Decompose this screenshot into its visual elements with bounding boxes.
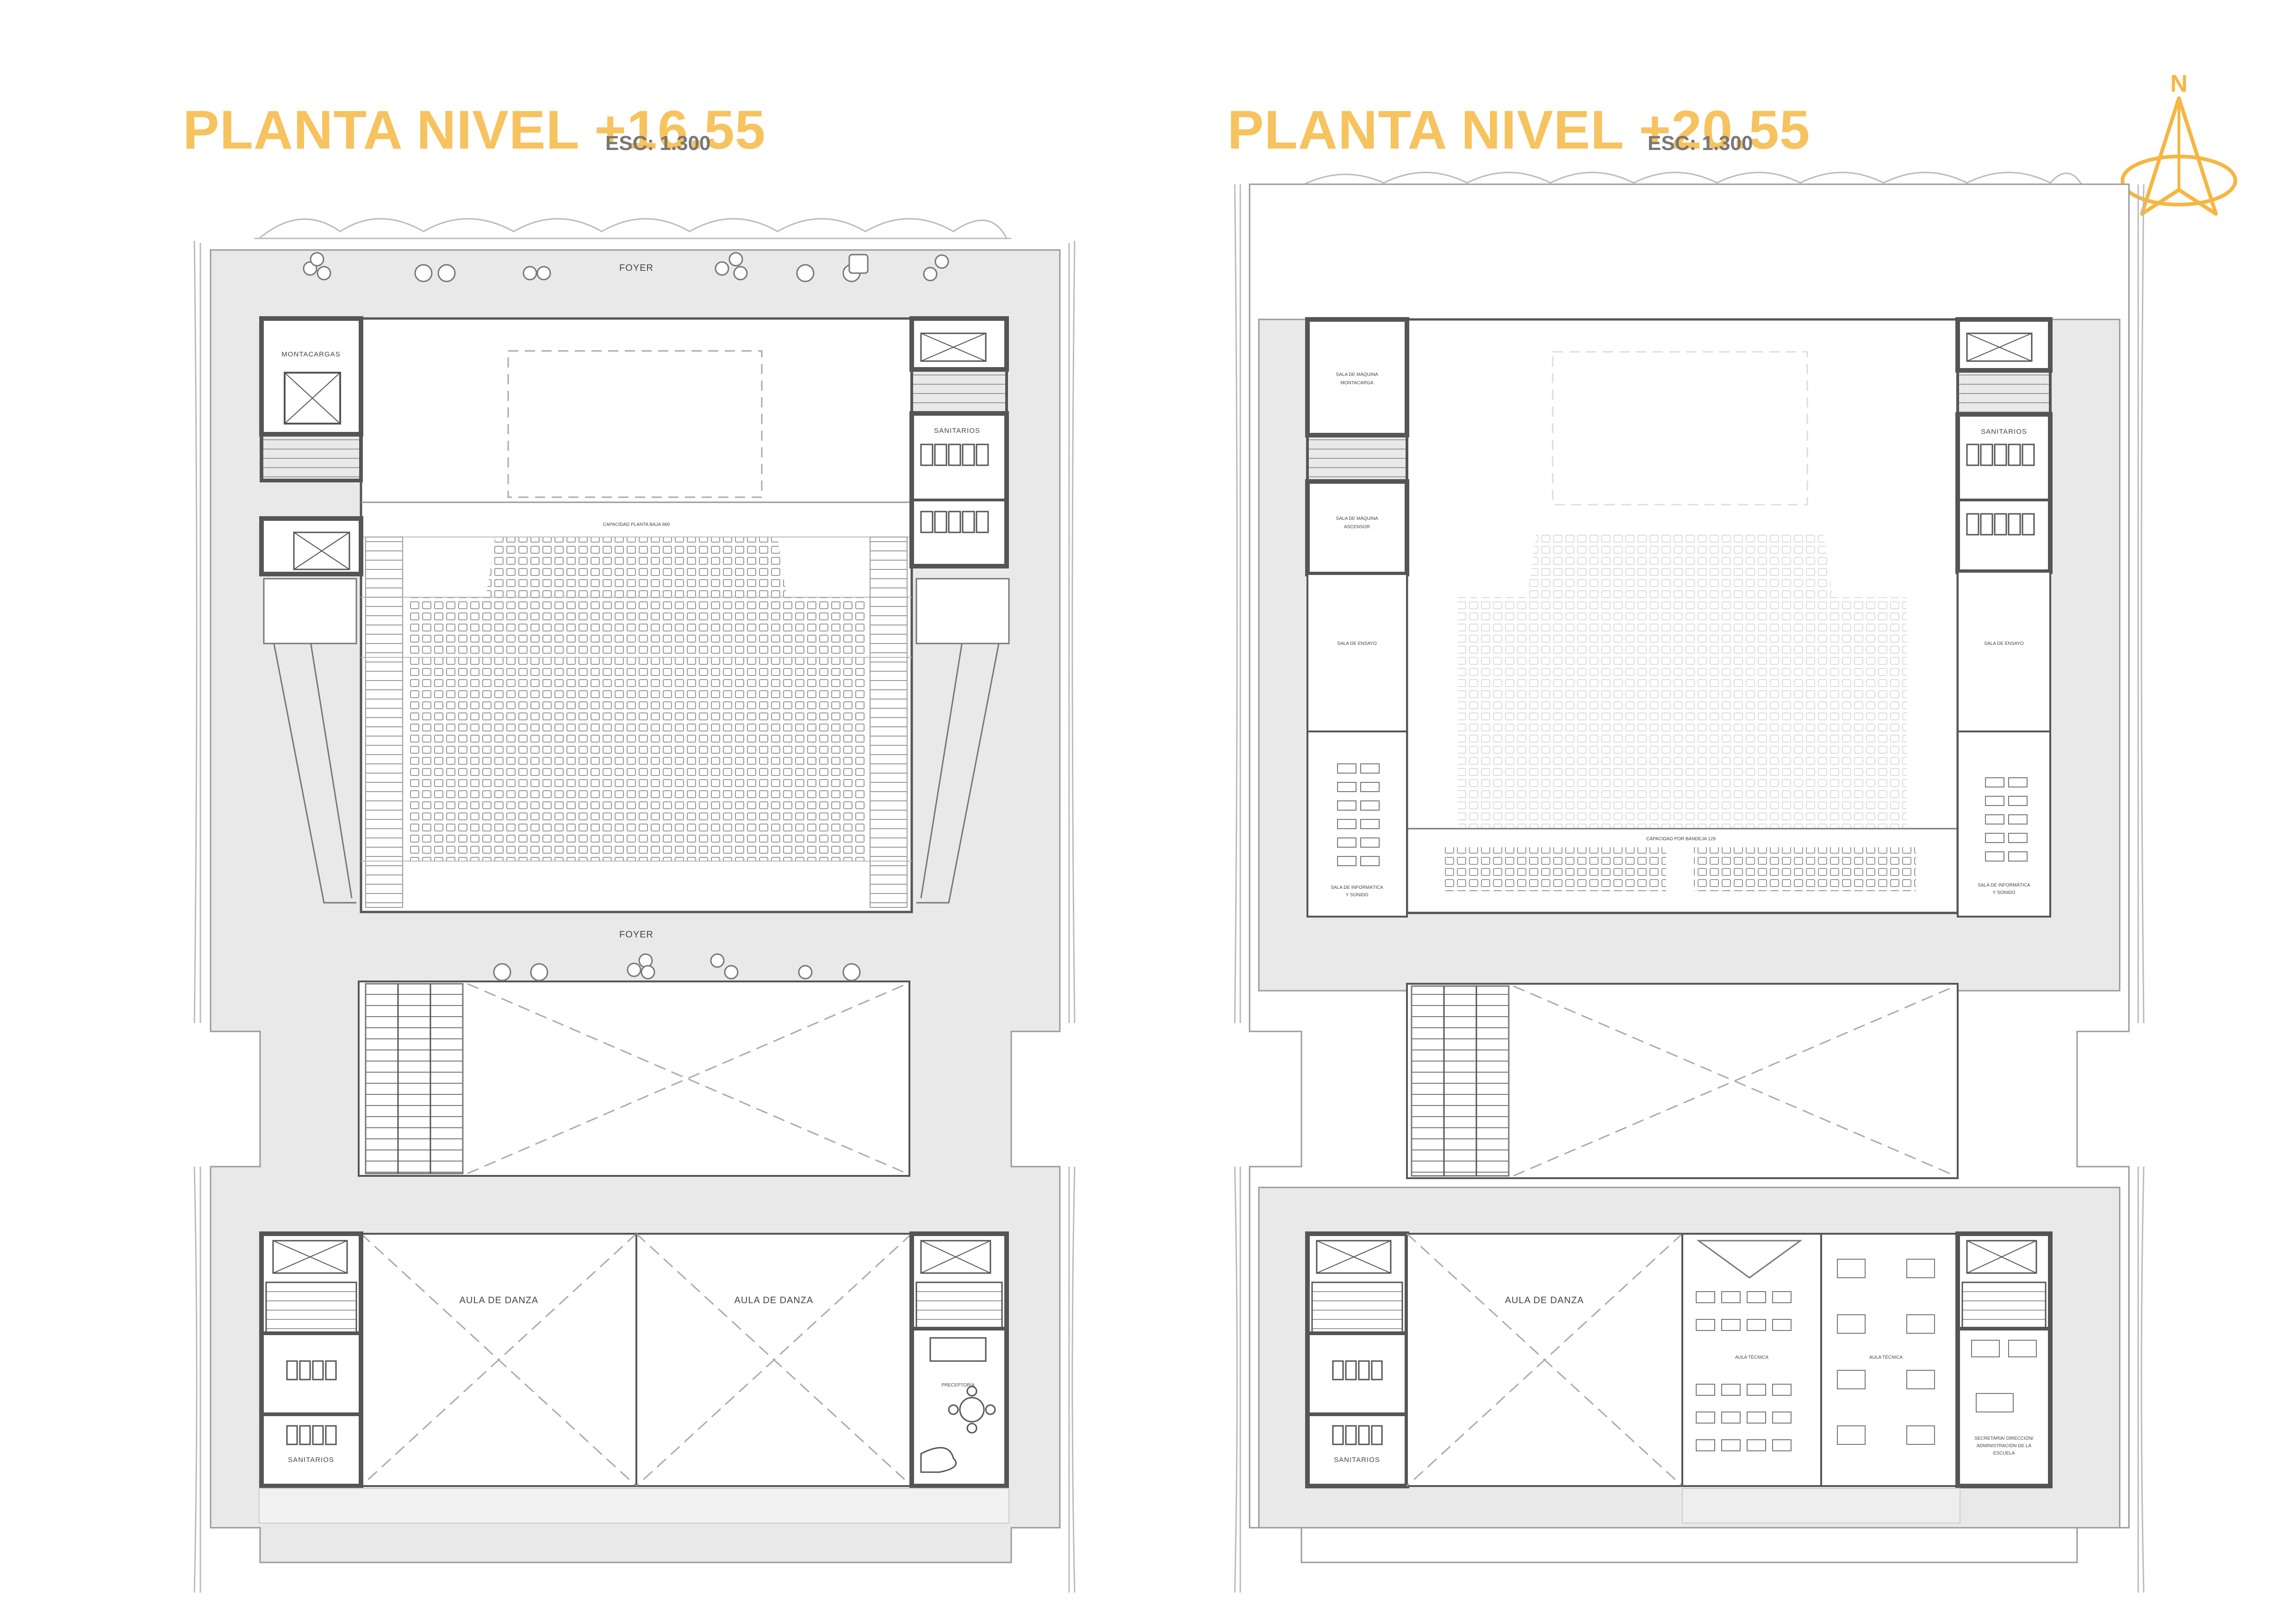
- freight-machine-label-1: SALA DE MÁQUINA: [1336, 371, 1378, 377]
- capacity-label-left: CAPACIDAD PLANTA BAJA 960: [603, 522, 670, 527]
- foyer-label-top: FOYER: [619, 263, 653, 273]
- dance-room-1-label: AULA DE DANZA: [460, 1295, 539, 1305]
- plan-left: CAPACIDAD PLANTA BAJA 960 FOYER FOYER: [193, 218, 1076, 1593]
- tech-room-1-label: AULA TÉCNICA: [1735, 1354, 1768, 1360]
- toilets-bottom-label-right: SANITARIOS: [1334, 1456, 1380, 1464]
- it-room-left-label-1: SALA DE INFORMÁTICA: [1331, 884, 1383, 890]
- dance-room-right-label: AULA DE DANZA: [1505, 1295, 1584, 1305]
- rehearsal-left-label: SALA DE ENSAYO: [1337, 641, 1377, 646]
- lift-machine-label-1: SALA DE MÁQUINA: [1336, 515, 1378, 521]
- plan-left-canopy: [255, 218, 1011, 239]
- plan-right-title: PLANTA NIVEL +20.55: [1227, 100, 1811, 161]
- admin-label-1: SECRETARÍA/ DIRECCIÓN/: [1974, 1435, 2034, 1441]
- foyer-furniture-bottom: [493, 953, 861, 981]
- toilets-label-right-plan: SANITARIOS: [1981, 428, 2027, 436]
- it-room-left-label-2: Y SONIDO: [1346, 893, 1369, 898]
- plan-right: CAPACIDAD POR BANDEJA 129 SALA DE MÁQUIN…: [1234, 172, 2145, 1593]
- freight-machine-label-2: MONTACARGA: [1341, 381, 1374, 386]
- plan-left-scale: ESC: 1.300: [605, 132, 711, 155]
- preceptoria-label: PRECEPTORÍA: [941, 1382, 975, 1388]
- north-arrow-icon: N: [2121, 70, 2237, 216]
- it-room-right-label-1: SALA DE INFORMÁTICA: [1978, 882, 2030, 888]
- balcony-seating-left: [1444, 847, 1666, 891]
- tech-room-2-label: AULA TÉCNICA: [1869, 1354, 1903, 1360]
- capacity-label-right: CAPACIDAD POR BANDEJA 129: [1646, 837, 1716, 842]
- dance-room-2-label: AULA DE DANZA: [734, 1295, 814, 1305]
- plan-right-scale: ESC: 1.300: [1648, 132, 1753, 155]
- rehearsal-right-label: SALA DE ENSAYO: [1984, 641, 2024, 646]
- north-label: N: [2170, 70, 2188, 97]
- auditorium-seating-left: [407, 537, 865, 861]
- foyer-furniture-top: [303, 252, 949, 282]
- admin-label-2: ADMINISTRACIÓN DE LA: [1977, 1443, 2032, 1449]
- balcony-seating-right: [1694, 847, 1916, 891]
- plan-left-title: PLANTA NIVEL +16.55: [183, 100, 766, 161]
- toilets-label-left-plan: SANITARIOS: [934, 427, 980, 435]
- lift-machine-label-2: ASCENSOR: [1344, 525, 1370, 530]
- toilets-bottom-label-left: SANITARIOS: [288, 1456, 334, 1464]
- auditorium-seating-right-faded: [1458, 532, 1907, 829]
- freight-lift-label: MONTACARGAS: [281, 350, 340, 358]
- foyer-label-bottom: FOYER: [619, 930, 653, 940]
- it-room-right-label-2: Y SONIDO: [1993, 890, 2016, 895]
- admin-label-3: ESCUELA: [1993, 1451, 2015, 1456]
